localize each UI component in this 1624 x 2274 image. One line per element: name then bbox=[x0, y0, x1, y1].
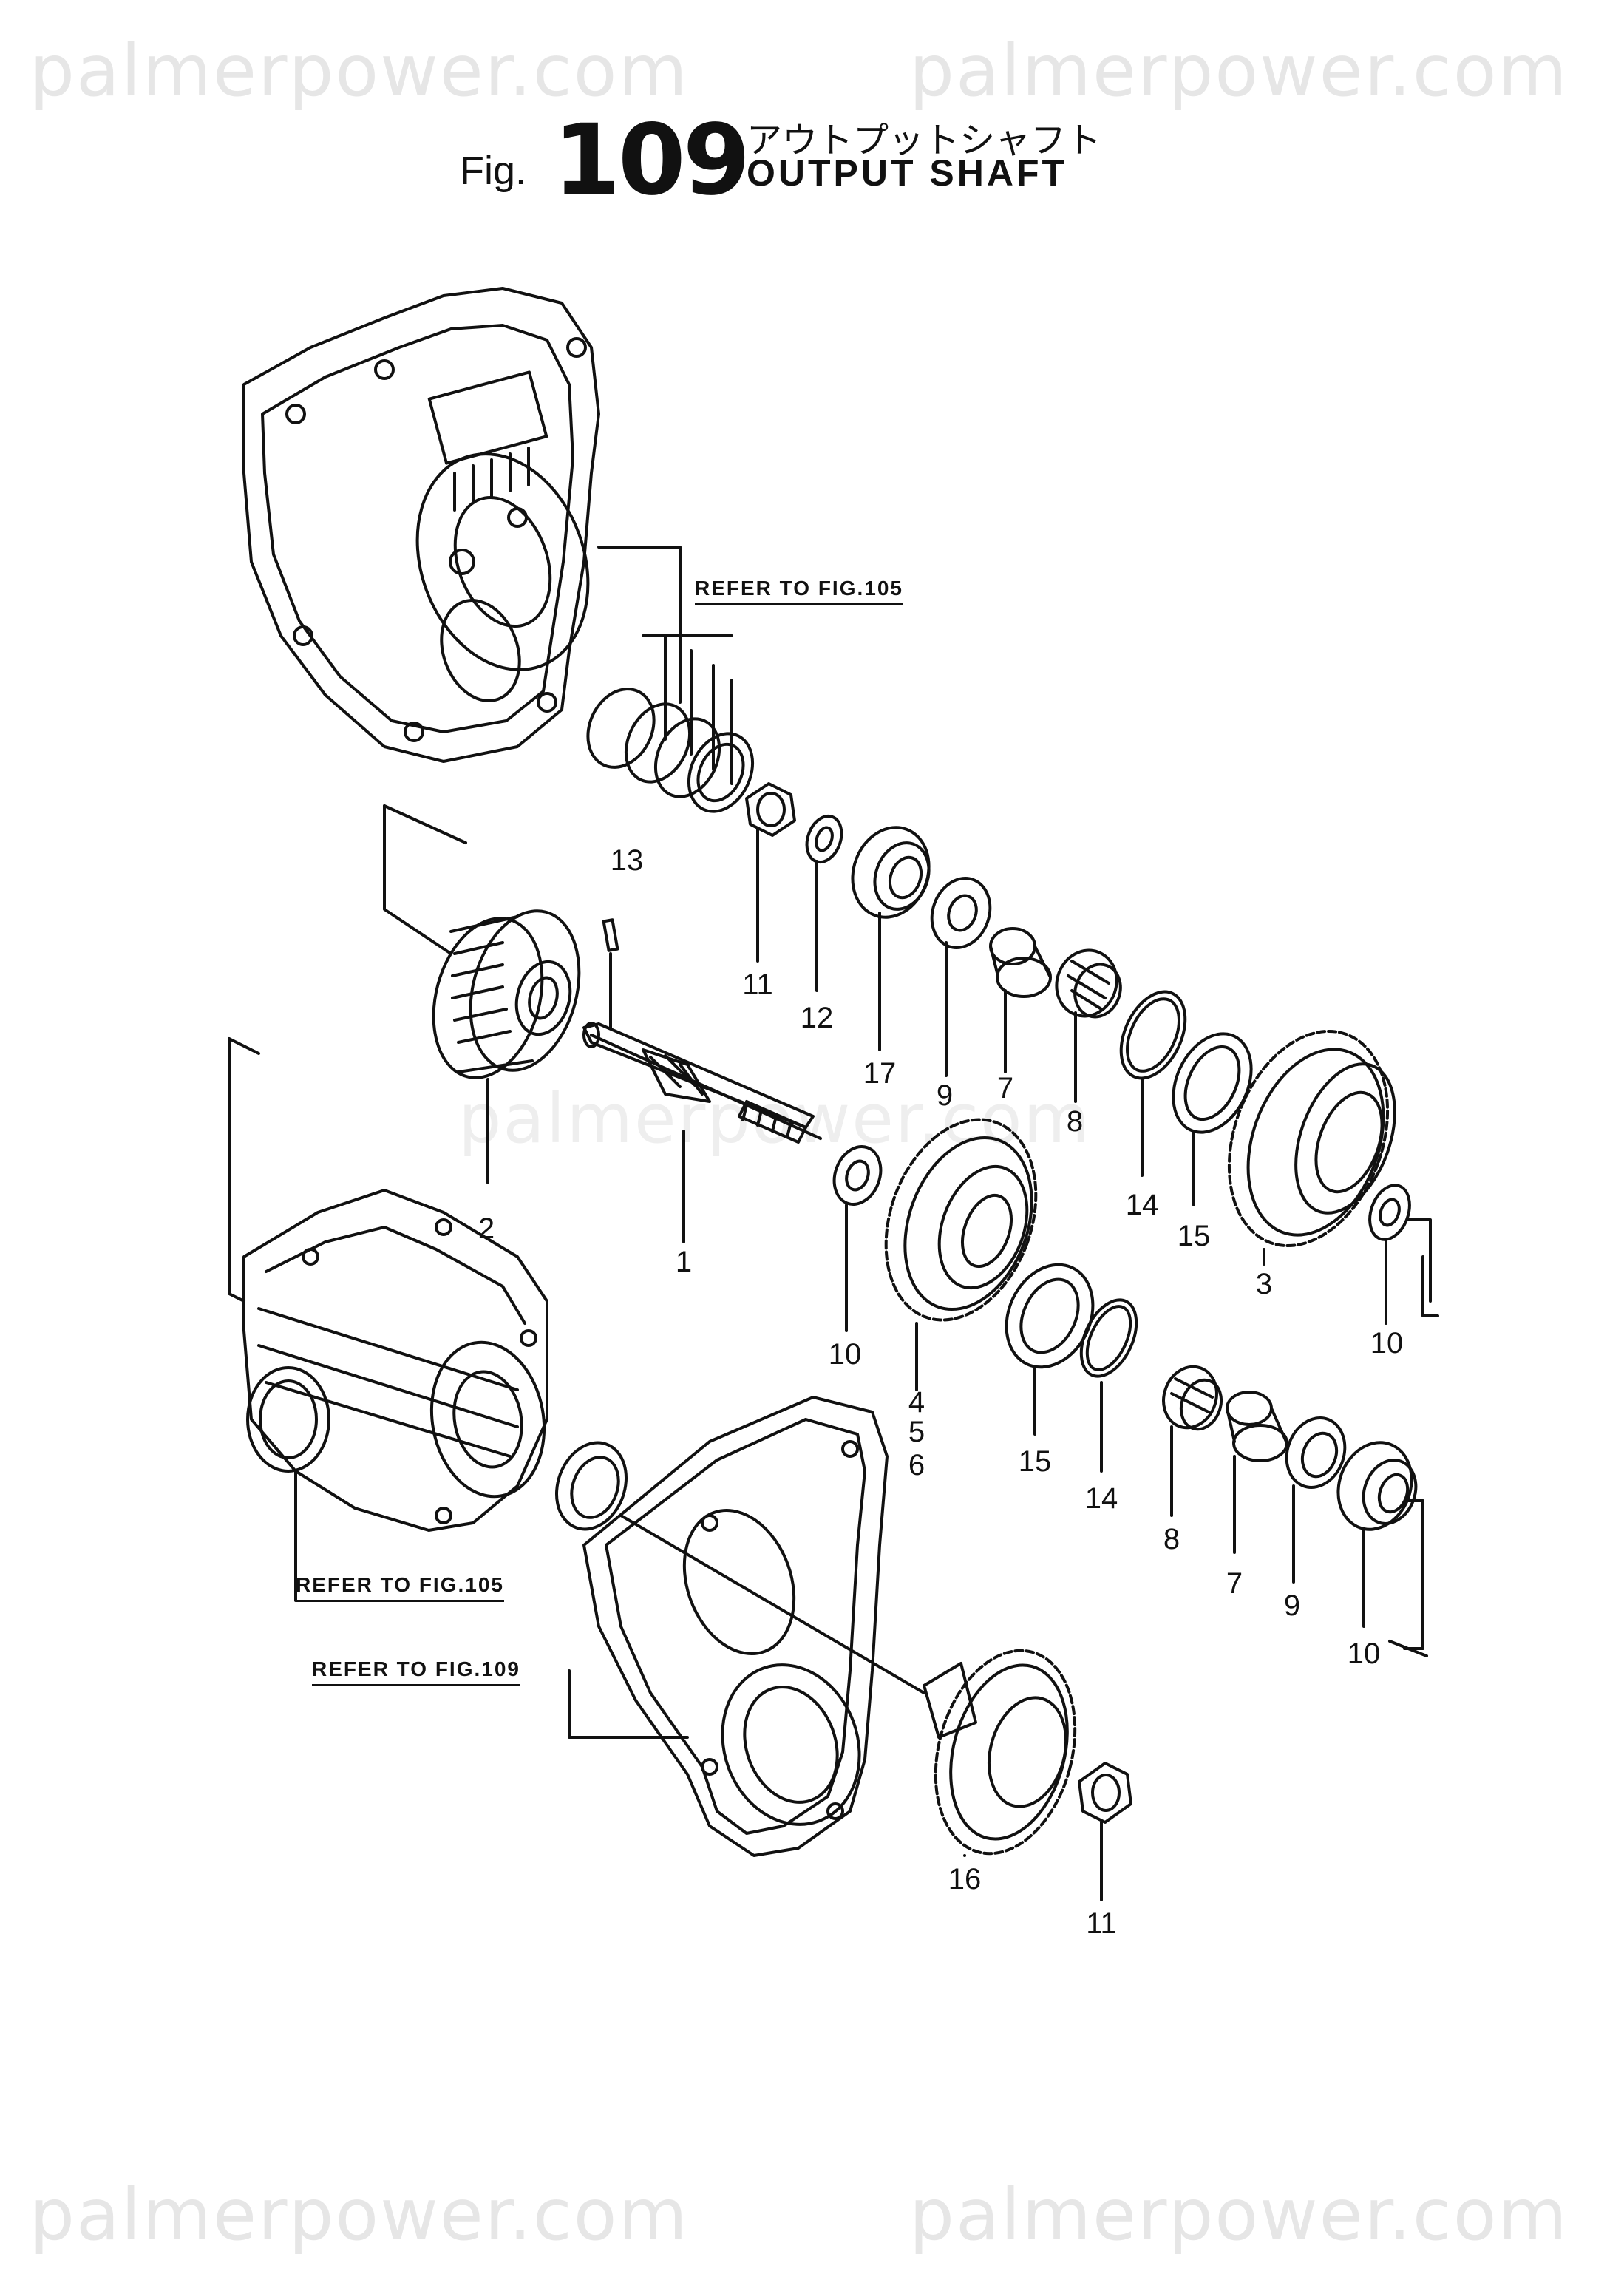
nut-top bbox=[745, 782, 796, 837]
callout-13: 13 bbox=[610, 844, 644, 877]
washer-15-top bbox=[1172, 1032, 1253, 1134]
callout-4: 4 bbox=[908, 1386, 925, 1419]
callout-8-mid: 8 bbox=[1163, 1523, 1180, 1555]
needle-bearing-8-top bbox=[1055, 948, 1122, 1019]
ring-14-top bbox=[1119, 990, 1187, 1080]
callout-11-top: 11 bbox=[742, 968, 773, 1001]
callout-9-mid: 9 bbox=[1283, 1589, 1301, 1622]
fig-number: 109 bbox=[553, 103, 751, 217]
bearing-10-mid bbox=[1336, 1441, 1418, 1531]
callout-5: 5 bbox=[908, 1416, 925, 1448]
refer-note-top: REFER TO FIG.105 bbox=[695, 577, 903, 605]
callout-17: 17 bbox=[863, 1057, 897, 1090]
refer-note-middle: REFER TO FIG.105 bbox=[296, 1573, 504, 1602]
seal-ring-stack bbox=[586, 688, 755, 813]
callout-6: 6 bbox=[908, 1449, 925, 1482]
callout-7-mid: 7 bbox=[1226, 1567, 1243, 1600]
callout-8-top: 8 bbox=[1066, 1105, 1084, 1138]
gear-16 bbox=[923, 1649, 1077, 1856]
title-japanese: アウトプットシャフト bbox=[747, 120, 1102, 161]
callout-16: 16 bbox=[948, 1863, 982, 1895]
needle-bearing-8-mid bbox=[1162, 1365, 1223, 1431]
washer-10-left bbox=[832, 1145, 883, 1206]
bearing-17 bbox=[851, 826, 931, 919]
callout-9-top: 9 bbox=[936, 1079, 954, 1112]
washer-15-mid bbox=[1005, 1263, 1095, 1369]
callout-14-top: 14 bbox=[1125, 1189, 1159, 1221]
callout-10-right: 10 bbox=[1370, 1327, 1404, 1360]
washer-10-right bbox=[1368, 1184, 1411, 1241]
ring-14-mid bbox=[1079, 1298, 1138, 1378]
figure-title: Fig. 109 アウトプットシャフト OUTPUT SHAFT bbox=[0, 0, 1624, 222]
middle-housing bbox=[242, 1189, 548, 1532]
callout-7-top: 7 bbox=[996, 1072, 1014, 1104]
callout-15-top: 15 bbox=[1177, 1220, 1211, 1252]
washer-12 bbox=[805, 815, 843, 863]
callout-1: 1 bbox=[675, 1246, 693, 1278]
spacer-9-mid bbox=[1285, 1416, 1347, 1489]
output-shaft-1 bbox=[582, 1022, 822, 1144]
clutch-drum-2 bbox=[432, 909, 581, 1079]
watermark-top-right: palmerpower.com bbox=[909, 30, 1569, 112]
callout-2: 2 bbox=[478, 1212, 495, 1245]
gear-3 bbox=[1227, 1029, 1396, 1248]
fig-word: Fig. bbox=[460, 149, 527, 193]
oil-seal bbox=[554, 1441, 628, 1531]
refer-note-bottom: REFER TO FIG.109 bbox=[312, 1657, 520, 1686]
callout-10-mid: 10 bbox=[1347, 1637, 1381, 1670]
top-housing-cover bbox=[242, 287, 600, 763]
callout-12: 12 bbox=[800, 1002, 834, 1034]
watermark-bottom-right: palmerpower.com bbox=[909, 2173, 1569, 2256]
spacer-9-top bbox=[930, 877, 992, 949]
watermark-bottom-left: palmerpower.com bbox=[30, 2173, 689, 2256]
nut-bottom bbox=[1078, 1762, 1132, 1824]
callout-10-left: 10 bbox=[828, 1338, 862, 1371]
gear-4-5-6 bbox=[884, 1118, 1038, 1322]
callout-11-bottom: 11 bbox=[1086, 1907, 1117, 1940]
callout-14-mid: 14 bbox=[1084, 1482, 1118, 1515]
callout-15-mid: 15 bbox=[1018, 1445, 1052, 1478]
lower-cover-plate bbox=[582, 1396, 889, 1857]
title-english: OUTPUT SHAFT bbox=[747, 152, 1068, 194]
collar-7-top bbox=[989, 927, 1052, 998]
watermark-top-left: palmerpower.com bbox=[30, 30, 689, 112]
callout-3: 3 bbox=[1255, 1268, 1273, 1300]
pin-13 bbox=[602, 918, 619, 952]
collar-7-mid bbox=[1226, 1391, 1288, 1462]
